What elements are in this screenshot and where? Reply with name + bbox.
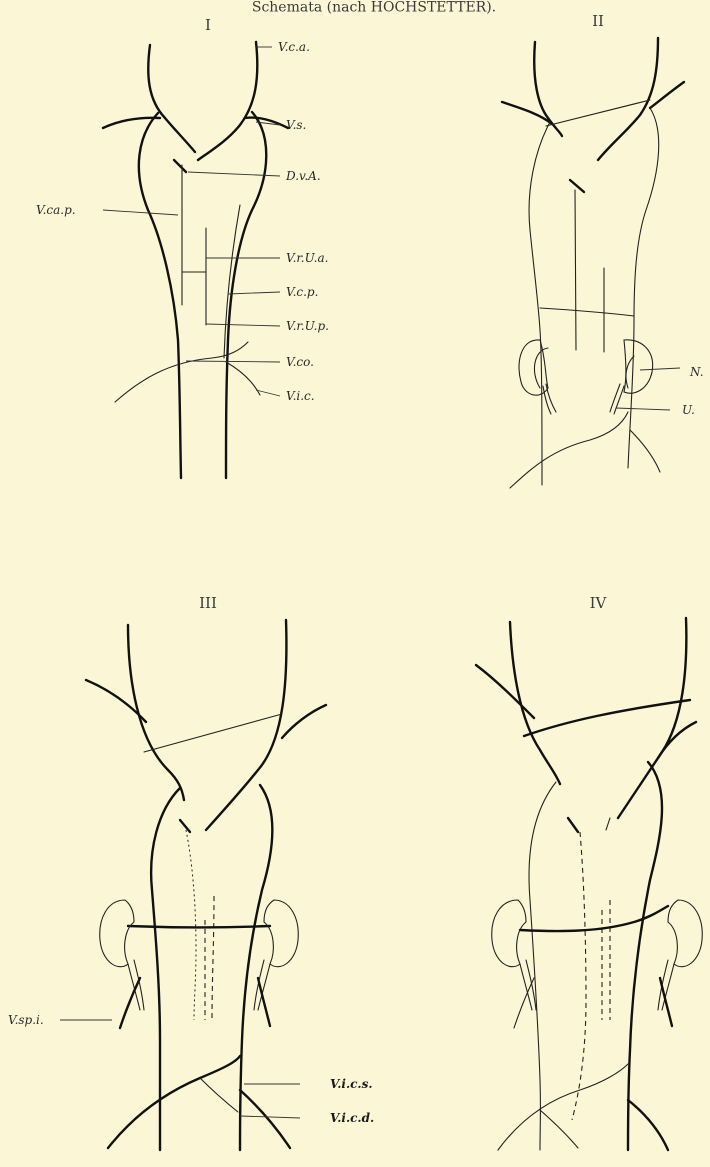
panel-2-schema bbox=[502, 38, 684, 488]
panel-1-schema bbox=[103, 42, 288, 478]
panel-4-iliac-right bbox=[628, 1100, 668, 1150]
panel-3-kidney-left bbox=[100, 900, 134, 967]
panel-3-anastomosis-top bbox=[144, 714, 282, 752]
label-vs: V.s. bbox=[286, 118, 306, 132]
panel-1-thin-right bbox=[224, 205, 240, 358]
panel-3-inner-right-a bbox=[212, 896, 214, 1020]
panel-numeral-3: III bbox=[199, 594, 217, 612]
panel-3-iliac-cross bbox=[108, 1056, 240, 1148]
panel-1-trunk-left bbox=[139, 113, 181, 478]
panel-4-ductus bbox=[568, 818, 578, 832]
panel-4-trunk-left bbox=[529, 782, 556, 1150]
panel-2-ductus bbox=[570, 180, 584, 192]
panel-4-anastomosis-top bbox=[524, 700, 690, 736]
panel-4-subclavian-right bbox=[658, 722, 696, 758]
panel-1-ductus-venosus bbox=[174, 160, 186, 172]
panel-2-vein-upper-right bbox=[598, 38, 658, 160]
panel-3-ductus bbox=[180, 820, 190, 832]
panel-4-ureter-right-a bbox=[662, 964, 674, 1010]
label-vics: V.i.c.s. bbox=[330, 1077, 373, 1091]
panel-2-ureter-right-b bbox=[614, 386, 624, 414]
panel-3-renal-cross bbox=[128, 926, 270, 928]
panel-1-subclavian-right bbox=[245, 117, 288, 128]
panel-2-subclavian-right bbox=[650, 82, 684, 108]
panel-3-subclavian-left bbox=[86, 680, 146, 722]
panel-2-iliac-right bbox=[630, 430, 660, 472]
panel-4-renal-cross bbox=[520, 906, 668, 931]
panel-4-vein-upper-right bbox=[618, 618, 686, 818]
label-vspi: V.sp.i. bbox=[8, 1013, 44, 1027]
panel-3-schema bbox=[86, 620, 326, 1150]
panel-numeral-1: I bbox=[205, 16, 211, 34]
panel-2-inner-left bbox=[575, 190, 576, 350]
panel-4-spermatic-left bbox=[514, 978, 534, 1028]
panel-4-inner-left bbox=[572, 832, 586, 1120]
panel-1-iliac-right bbox=[226, 362, 260, 395]
header-text: Schemata (nach HOCHSTETTER). bbox=[252, 0, 496, 16]
panel-3-inner-left bbox=[186, 830, 196, 1020]
panel-4-kidney-left bbox=[492, 900, 526, 967]
label-vcap: V.ca.p. bbox=[36, 203, 76, 217]
panel-1-vein-upper-left bbox=[148, 45, 195, 152]
label-n: N. bbox=[689, 365, 704, 379]
panel-3-vein-upper-right bbox=[206, 620, 286, 830]
panel-3-kidney-right bbox=[264, 900, 298, 967]
panel-1-vein-upper-right bbox=[198, 42, 257, 160]
panel-2-kidney-right bbox=[624, 340, 653, 393]
panel-numeral-4: IV bbox=[590, 594, 608, 612]
panel-4-spermatic-right bbox=[660, 978, 672, 1026]
panel-2-iliac-cross bbox=[510, 412, 628, 488]
panel-4-trunk-right bbox=[628, 762, 662, 1150]
panel-4-inner-right-stub bbox=[606, 818, 610, 830]
panel-2-trunk-left bbox=[529, 122, 550, 485]
label-vca: V.c.a. bbox=[278, 40, 310, 54]
label-vrup: V.r.U.p. bbox=[286, 319, 329, 333]
panel-3-subclavian-right bbox=[282, 705, 326, 738]
panel-1-trunk-right bbox=[226, 112, 266, 478]
label-vic: V.i.c. bbox=[286, 389, 315, 403]
panel-3-leaders bbox=[60, 1020, 300, 1118]
label-u: U. bbox=[682, 403, 695, 417]
panel-3-spermatic-left bbox=[120, 978, 140, 1028]
panel-3-iliac-left-branch bbox=[200, 1078, 238, 1112]
panel-2-trunk-right bbox=[628, 108, 659, 468]
panel-4-kidney-right bbox=[668, 900, 702, 967]
label-vrua: V.r.U.a. bbox=[286, 251, 328, 265]
panel-4-iliac-cross bbox=[498, 1064, 628, 1150]
label-vco: V.co. bbox=[286, 355, 314, 369]
label-vcp: V.c.p. bbox=[286, 285, 318, 299]
panel-2-renal-cross bbox=[540, 308, 634, 316]
panel-numeral-2: II bbox=[592, 12, 604, 30]
panel-4-subclavian-left bbox=[476, 665, 534, 718]
panel-4-iliac-left-branch bbox=[540, 1110, 578, 1148]
label-dva: D.v.A. bbox=[285, 169, 321, 183]
label-vicd: V.i.c.d. bbox=[330, 1111, 374, 1125]
panel-3-iliac-right bbox=[240, 1090, 290, 1148]
panel-4-schema bbox=[476, 618, 702, 1150]
